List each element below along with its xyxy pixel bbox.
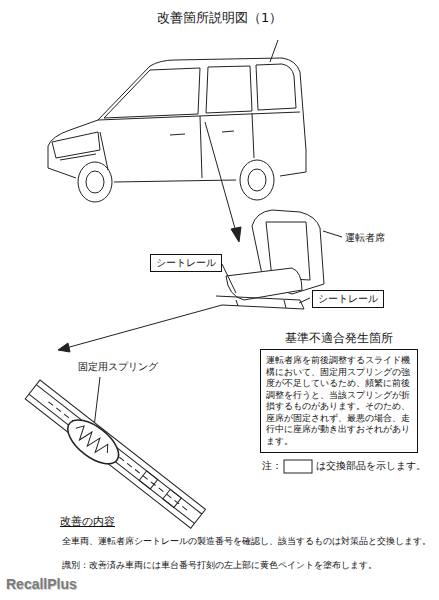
illustration-part	[206, 66, 252, 113]
illustration-part	[48, 168, 76, 178]
body-text: 全車両、運転者席シートレールの製造番号を確認し、該当するものは対策品と交換します…	[62, 536, 431, 547]
illustration-part	[36, 385, 201, 514]
illustration-part	[240, 160, 274, 200]
panel-heading: 基準不適合発生箇所	[260, 330, 418, 349]
illustration-part	[78, 162, 112, 202]
illustration-part	[216, 296, 300, 300]
illustration-part	[98, 112, 300, 120]
illustration-part	[205, 122, 236, 232]
illustration-part	[60, 154, 96, 160]
seat-rail-detail	[21, 380, 206, 534]
illustration-part	[170, 134, 185, 135]
legend-frame-sample	[284, 460, 312, 473]
illustration-part	[248, 169, 266, 191]
page-title: 改善箇所説明図（1）	[157, 10, 282, 26]
part-label-box: シートレール	[150, 254, 222, 272]
callout-panel: 基準不適合発生箇所運転者席を前後調整するスライド機構において、固定用スプリングの…	[260, 330, 418, 453]
illustration-part	[231, 227, 241, 242]
pointer-arrow	[58, 122, 241, 352]
illustration-part	[284, 300, 286, 308]
illustration-part	[72, 423, 112, 459]
illustration-part	[25, 380, 205, 528]
illustration-part	[163, 489, 181, 507]
illustration-part	[236, 300, 238, 306]
part-name: シートレール	[312, 290, 384, 308]
illustration-part	[86, 171, 104, 193]
seat-drawing	[216, 210, 324, 309]
illustration-part	[226, 268, 302, 300]
illustration-part	[29, 394, 194, 523]
panel-body: 運転者席を前後調整するスライド機構において、固定用スプリングの強度が不足している…	[260, 349, 418, 453]
illustration-part	[58, 343, 70, 352]
illustration-part	[66, 305, 222, 348]
illustration-part	[222, 131, 234, 132]
note-text: 注：	[262, 460, 282, 472]
illustration-part	[222, 305, 304, 309]
part-name: シートレール	[150, 254, 222, 272]
illustration-part	[256, 64, 296, 110]
part-name: 固定用スプリング	[78, 361, 158, 373]
illustration-part	[299, 298, 310, 303]
illustration-part	[94, 377, 100, 427]
illustration-part	[323, 231, 342, 237]
section-heading: 改善の内容	[60, 515, 115, 528]
illustration-part	[48, 58, 306, 176]
illustration-part	[114, 180, 236, 182]
illustration-part	[48, 402, 190, 513]
illustration-part	[139, 471, 157, 489]
part-label-box: シートレール	[312, 290, 384, 308]
car-drawing	[48, 40, 306, 202]
illustration-part	[252, 113, 254, 158]
illustration-part	[200, 116, 202, 178]
illustration-part	[100, 132, 108, 170]
note-text: は交換部品を示します。	[316, 460, 426, 471]
body-text: 識別：改善済み車両には車台番号打刻の左上部に黄色ペイントを塗布します。	[62, 560, 377, 571]
watermark: RecallPlus	[6, 576, 77, 593]
illustration-part	[60, 412, 126, 473]
illustration-part	[222, 264, 236, 293]
part-name: 運転者席	[345, 232, 385, 244]
illustration-part	[104, 68, 200, 118]
